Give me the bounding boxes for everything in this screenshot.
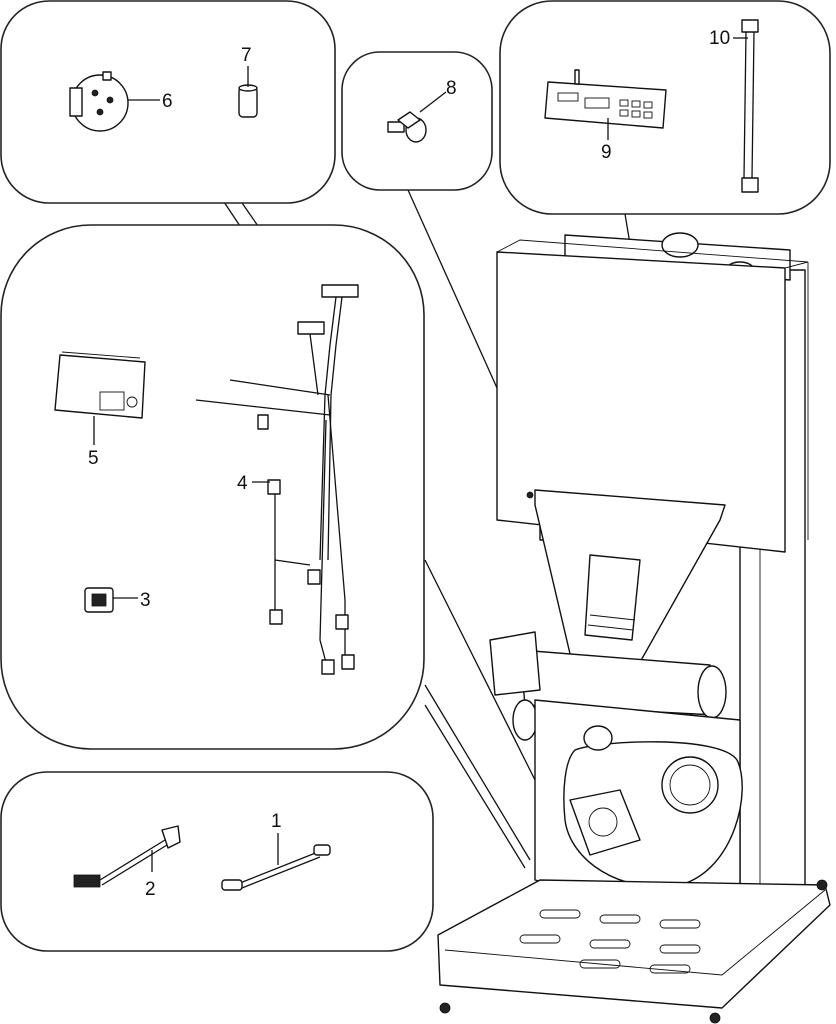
sensor-part xyxy=(238,84,258,118)
panel-wiring xyxy=(0,224,425,750)
control-box-part xyxy=(54,351,146,419)
callout-4: 4 xyxy=(237,473,248,494)
base-slots xyxy=(519,909,701,974)
flame-sensor-part xyxy=(387,111,427,143)
panel-control-board xyxy=(499,0,831,215)
bracket-cable-part xyxy=(73,825,181,888)
sensor-lead-part xyxy=(221,844,331,891)
callout-labels: 1 2 3 4 5 6 7 8 9 10 xyxy=(88,28,730,900)
callout-5: 5 xyxy=(88,448,99,469)
pressure-switch-part xyxy=(69,71,129,132)
callout-6: 6 xyxy=(162,91,173,112)
callout-2: 2 xyxy=(145,879,156,900)
display-board-part xyxy=(544,69,667,129)
ribbon-cable-part xyxy=(741,19,759,193)
callout-8: 8 xyxy=(446,78,457,99)
panel-cables xyxy=(0,771,434,952)
panel-leader-lines xyxy=(223,189,634,869)
callout-9: 9 xyxy=(601,142,612,163)
callout-3: 3 xyxy=(140,590,151,611)
panel-pressure-switch xyxy=(0,0,336,204)
callout-7: 7 xyxy=(241,45,252,66)
panel-sensor-8 xyxy=(341,51,493,191)
callout-10: 10 xyxy=(709,28,730,49)
connector-block-part xyxy=(84,587,114,613)
wiring-harness-part xyxy=(195,284,359,675)
callout-1: 1 xyxy=(271,811,282,832)
boiler-assembly xyxy=(437,232,831,1024)
